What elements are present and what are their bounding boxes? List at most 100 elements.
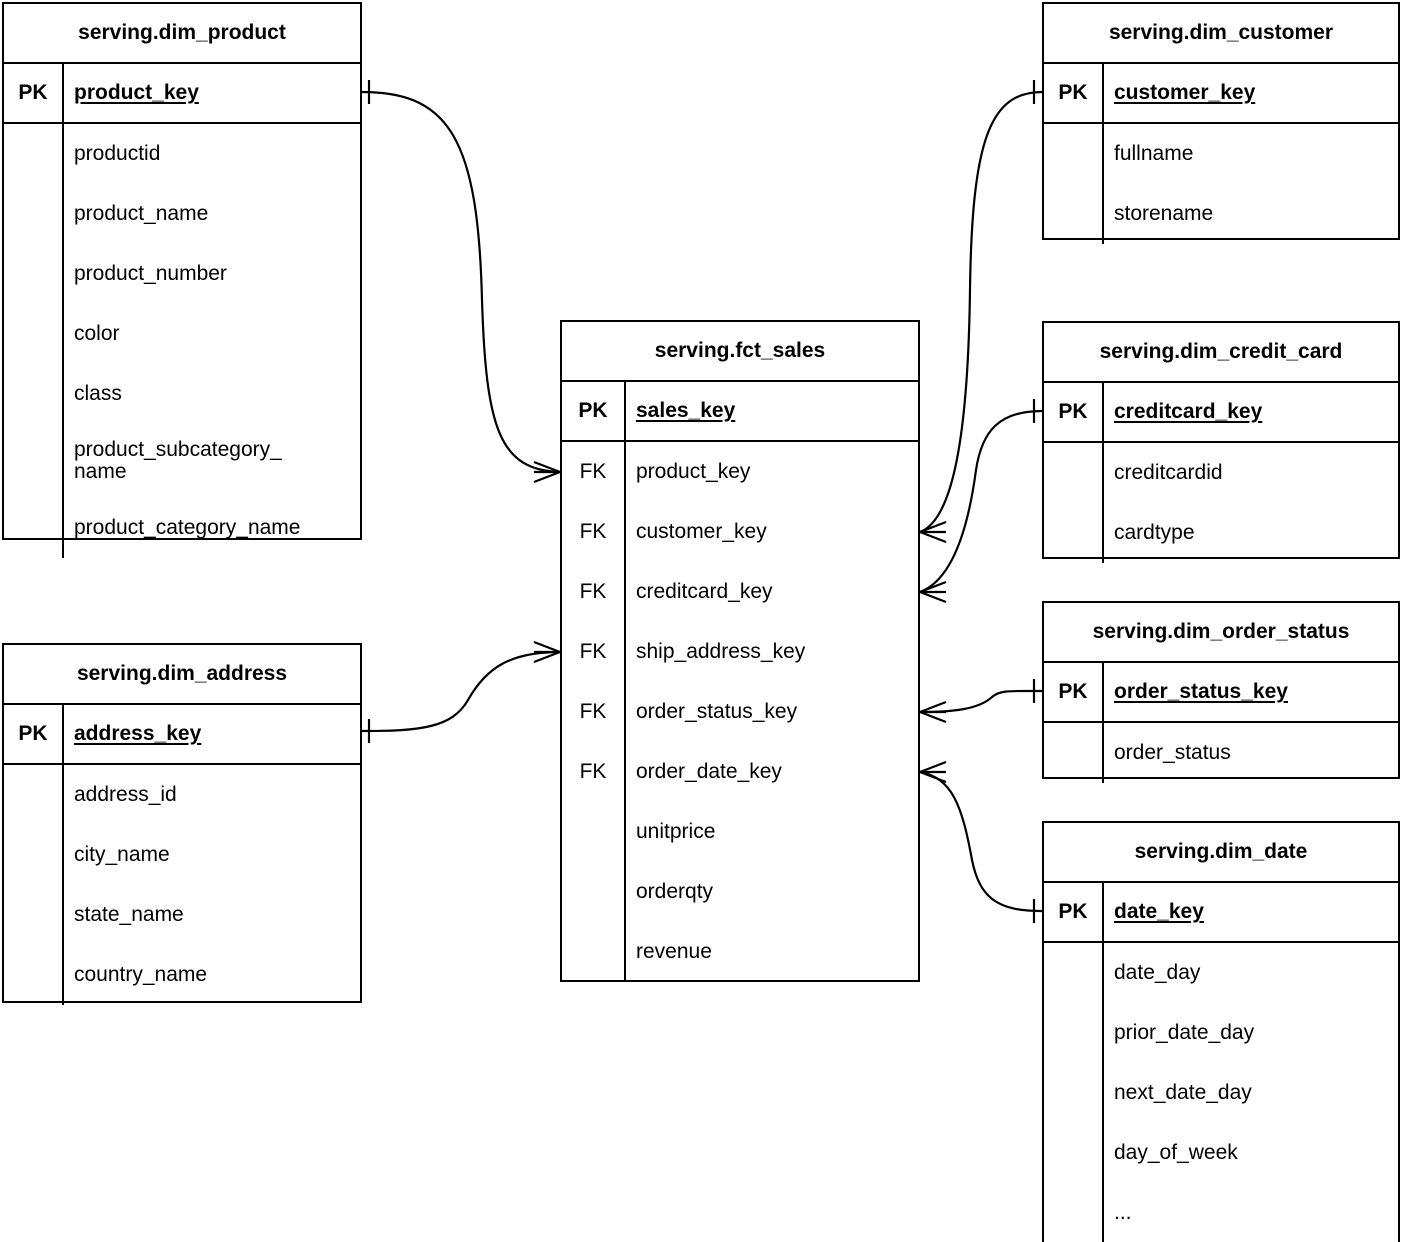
pk-row-dim-product: PK product_key: [4, 64, 360, 124]
entity-title-fct-sales: serving.fct_sales: [562, 322, 918, 382]
fk-badge: FK: [579, 460, 607, 483]
fk-badge: FK: [579, 520, 607, 543]
pk-badge-dim-date: PK: [1044, 883, 1104, 941]
pk-name-cell-dim-credit-card: creditcard_key: [1104, 383, 1398, 441]
pk-badge-fct-sales: PK: [562, 382, 626, 440]
attribute-row: date_day: [1114, 961, 1201, 984]
attribute-row: color: [74, 322, 120, 345]
keycol-empty-dim-customer: [1044, 124, 1104, 244]
entity-dim-product[interactable]: serving.dim_product PK product_key produ…: [2, 2, 362, 558]
entity-title-dim-date: serving.dim_date: [1044, 823, 1398, 883]
pk-row-dim-customer: PK customer_key: [1044, 64, 1398, 124]
attribute-list-dim-address: address_id city_name state_name country_…: [64, 765, 360, 1005]
crows-foot-icon: [919, 580, 947, 604]
relationship-line: [919, 90, 1043, 534]
entity-grid-dim-product: PK product_key productid product_name pr…: [4, 64, 360, 558]
pk-row-dim-address: PK address_key: [4, 705, 360, 765]
column-list-fct-sales: product_key customer_key creditcard_key …: [626, 442, 918, 982]
attribute-row: product_subcategory_name: [74, 437, 282, 483]
relationship-credit-card-to-sales: [919, 399, 1043, 604]
crows-foot-icon: [919, 700, 947, 724]
pk-name-cell-dim-order-status: order_status_key: [1104, 663, 1398, 721]
relationship-line: [361, 90, 561, 474]
attribute-row: storename: [1114, 202, 1214, 225]
entity-dim-credit-card[interactable]: serving.dim_credit_card PK creditcard_ke…: [1042, 321, 1400, 563]
attribute-row: prior_date_day: [1114, 1021, 1255, 1044]
attribute-row: product_name: [74, 202, 209, 225]
pk-column-dim-credit-card: creditcard_key: [1114, 400, 1263, 423]
entity-grid-dim-address: PK address_key address_id city_name stat…: [4, 705, 360, 1005]
attribute-row: product_number: [74, 262, 227, 285]
attributes-dim-address: address_id city_name state_name country_…: [4, 765, 360, 1005]
relationship-line: [361, 650, 561, 733]
relationship-customer-to-sales: [919, 80, 1043, 544]
relationship-line: [919, 689, 1043, 714]
fk-badge: FK: [579, 760, 607, 783]
attribute-row: day_of_week: [1114, 1141, 1238, 1164]
keycol-empty-dim-order-status: [1044, 723, 1104, 783]
entity-title-dim-credit-card: serving.dim_credit_card: [1044, 323, 1398, 383]
entity-dim-date[interactable]: serving.dim_date PK date_key date_day pr…: [1042, 821, 1400, 1242]
attributes-dim-date: date_day prior_date_day next_date_day da…: [1044, 943, 1398, 1242]
fk-badge: FK: [579, 640, 607, 663]
attribute-row: order_status: [1114, 741, 1231, 764]
pk-column-dim-order-status: order_status_key: [1114, 680, 1288, 703]
attribute-list-dim-credit-card: creditcardid cardtype: [1104, 443, 1398, 563]
entity-dim-order-status[interactable]: serving.dim_order_status PK order_status…: [1042, 601, 1400, 783]
relationship-order-status-to-sales: [919, 679, 1043, 724]
column-row: order_status_key: [636, 700, 798, 723]
pk-name-cell-dim-product: product_key: [64, 64, 360, 122]
pk-column-fct-sales: sales_key: [636, 399, 736, 422]
keycol-empty-dim-date: [1044, 943, 1104, 1242]
pk-badge-dim-address: PK: [4, 705, 64, 763]
entity-dim-address[interactable]: serving.dim_address PK address_key addre…: [2, 643, 362, 1005]
crows-foot-icon: [533, 640, 561, 664]
column-row: customer_key: [636, 520, 767, 543]
entity-title-dim-order-status: serving.dim_order_status: [1044, 603, 1398, 663]
attribute-list-dim-customer: fullname storename: [1104, 124, 1398, 244]
keycol-empty-dim-product: [4, 124, 64, 558]
pk-badge-dim-customer: PK: [1044, 64, 1104, 122]
attribute-row: address_id: [74, 783, 177, 806]
attribute-list-dim-product: productid product_name product_number co…: [64, 124, 360, 558]
pk-column-dim-product: product_key: [74, 81, 199, 104]
attribute-row: country_name: [74, 963, 208, 986]
attribute-row: ...: [1114, 1201, 1132, 1224]
pk-badge-dim-credit-card: PK: [1044, 383, 1104, 441]
pk-row-dim-date: PK date_key: [1044, 883, 1398, 943]
entity-fct-sales[interactable]: serving.fct_sales PK sales_key FK FK FK …: [560, 320, 920, 982]
entity-grid-dim-date: PK date_key date_day prior_date_day next…: [1044, 883, 1398, 1242]
pk-column-dim-date: date_key: [1114, 900, 1204, 923]
crows-foot-icon: [533, 460, 561, 484]
entity-title-dim-customer: serving.dim_customer: [1044, 4, 1398, 64]
pk-column-dim-customer: customer_key: [1114, 81, 1256, 104]
column-row: creditcard_key: [636, 580, 773, 603]
relationship-date-to-sales: [919, 760, 1043, 923]
attribute-row: next_date_day: [1114, 1081, 1252, 1104]
column-row: revenue: [636, 940, 712, 963]
pk-name-cell-dim-address: address_key: [64, 705, 360, 763]
attribute-row: cardtype: [1114, 521, 1195, 544]
attribute-row: city_name: [74, 843, 170, 866]
crows-foot-icon: [919, 520, 947, 544]
crows-foot-icon: [919, 760, 947, 784]
attributes-dim-product: productid product_name product_number co…: [4, 124, 360, 558]
pk-badge-dim-order-status: PK: [1044, 663, 1104, 721]
attribute-list-dim-date: date_day prior_date_day next_date_day da…: [1104, 943, 1398, 1242]
pk-row-dim-credit-card: PK creditcard_key: [1044, 383, 1398, 443]
pk-name-cell-dim-customer: customer_key: [1104, 64, 1398, 122]
column-row: ship_address_key: [636, 640, 806, 663]
entity-dim-customer[interactable]: serving.dim_customer PK customer_key ful…: [1042, 2, 1400, 244]
attribute-list-dim-order-status: order_status: [1104, 723, 1398, 783]
pk-column-dim-address: address_key: [74, 722, 202, 745]
entity-title-dim-address: serving.dim_address: [4, 645, 360, 705]
attribute-row: product_category_name: [74, 516, 301, 539]
attribute-row: creditcardid: [1114, 461, 1223, 484]
column-row: order_date_key: [636, 760, 782, 783]
pk-badge-dim-product: PK: [4, 64, 64, 122]
keycol-empty-dim-address: [4, 765, 64, 1005]
entity-title-dim-product: serving.dim_product: [4, 4, 360, 64]
attribute-row: productid: [74, 142, 161, 165]
fk-badge: FK: [579, 700, 607, 723]
pk-name-cell-fct-sales: sales_key: [626, 382, 918, 440]
